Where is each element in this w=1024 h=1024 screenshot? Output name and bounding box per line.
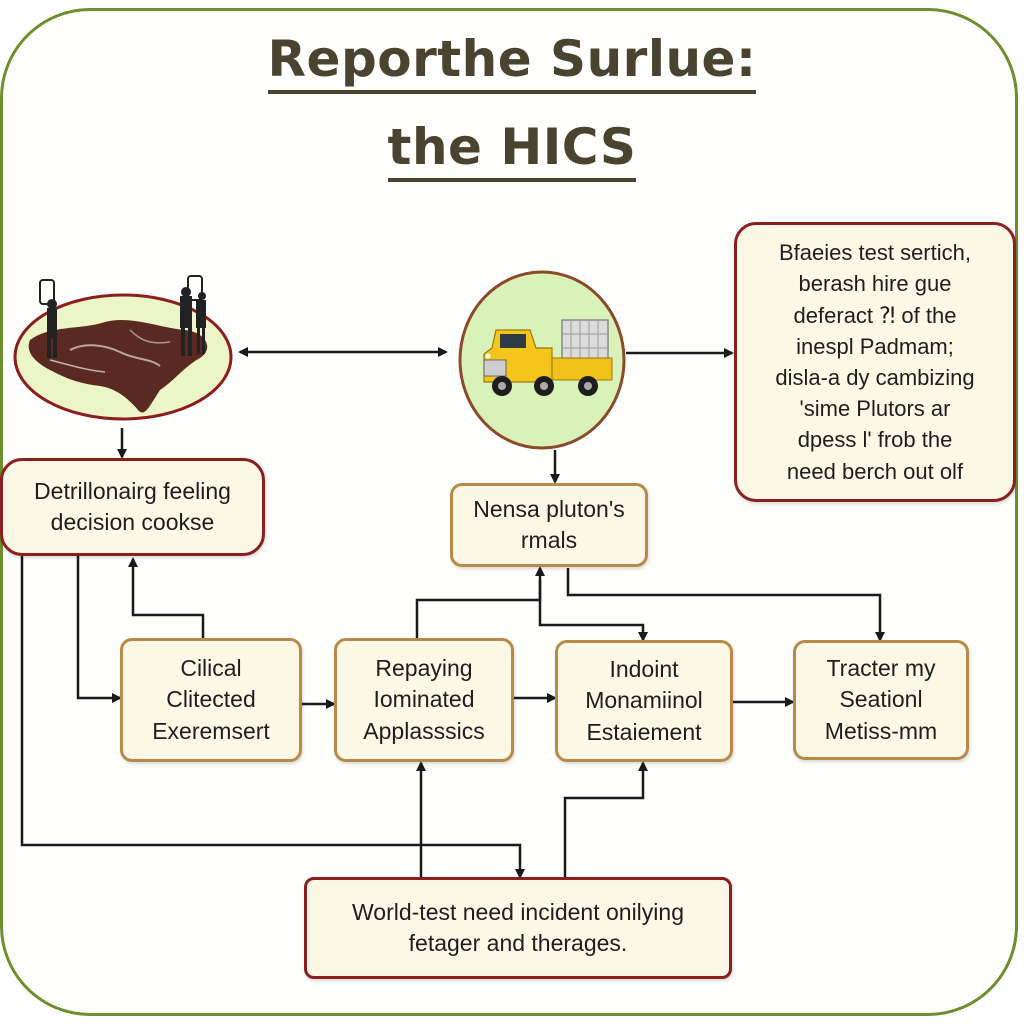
title-line-2: the HICS bbox=[0, 118, 1024, 182]
node-tracter: Tracter my Seationl Metiss-mm bbox=[793, 640, 969, 760]
node-indoint: Indoint Monamiinol Estaiement bbox=[555, 640, 733, 762]
node-indoint-label: Indoint Monamiinol Estaiement bbox=[585, 656, 703, 745]
node-decision: Detrillonairg feeling decision cookse bbox=[0, 458, 265, 556]
node-plutons: Nensa pluton's rmals bbox=[450, 483, 648, 567]
node-decision-label: Detrillonairg feeling decision cookse bbox=[34, 477, 231, 535]
node-clinical: Cilical Clitected Exeremsert bbox=[120, 638, 302, 762]
node-repaying: Repaying Iominated Applasssics bbox=[334, 638, 514, 762]
node-repaying-label: Repaying Iominated Applasssics bbox=[363, 655, 485, 744]
title-line-1: Reporthe Surlue: bbox=[0, 30, 1024, 94]
node-clinical-label: Cilical Clitected Exeremsert bbox=[152, 655, 270, 744]
yellow-truck-icon bbox=[458, 270, 626, 450]
node-world: World-test need incident onilying fetage… bbox=[304, 877, 732, 979]
node-plutons-label: Nensa pluton's rmals bbox=[473, 495, 625, 553]
map-with-figures-icon bbox=[13, 275, 233, 421]
node-world-label: World-test need incident onilying fetage… bbox=[352, 898, 684, 956]
note-box: Bfaeies test sertich, berash hire gue de… bbox=[734, 222, 1016, 502]
node-tracter-label: Tracter my Seationl Metiss-mm bbox=[824, 655, 938, 744]
note-box-text: Bfaeies test sertich, berash hire gue de… bbox=[775, 240, 975, 484]
